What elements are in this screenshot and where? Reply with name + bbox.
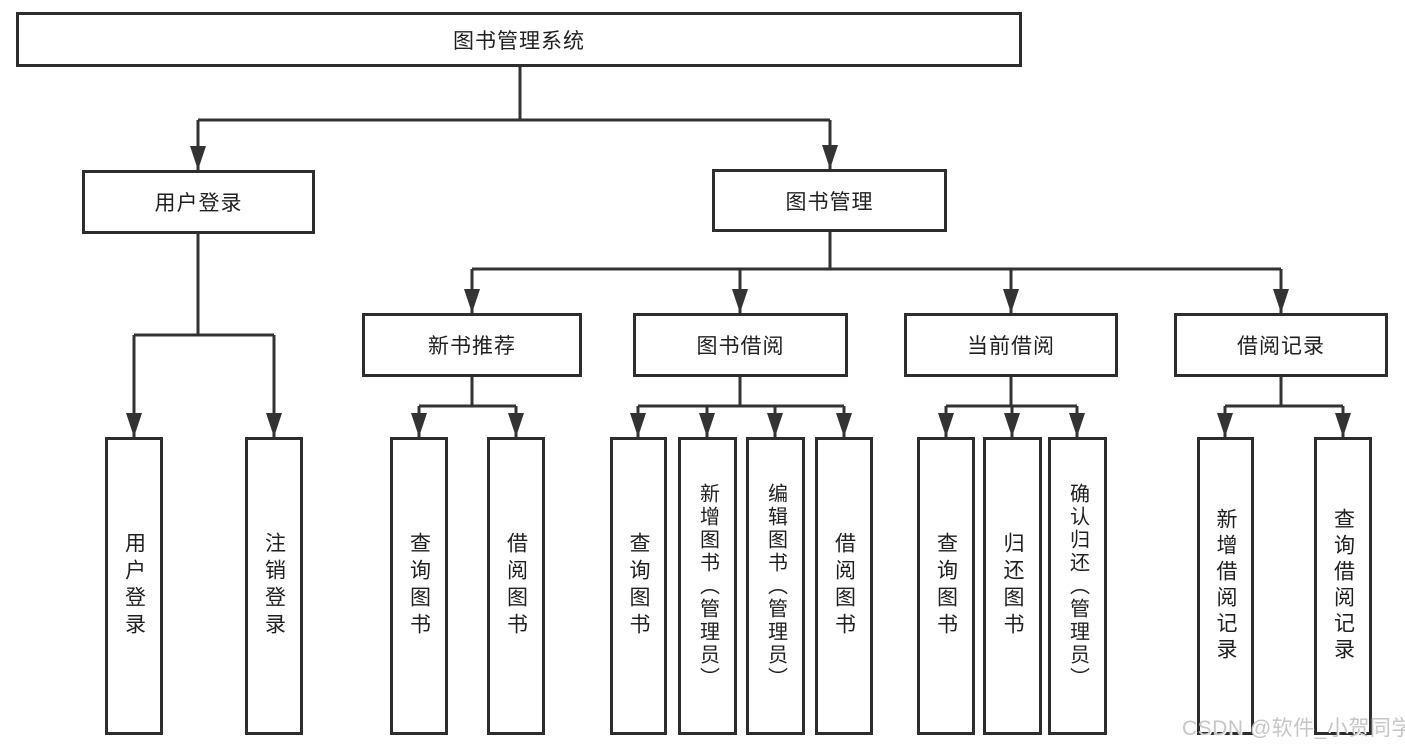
leaf-edit-book-admin: 编辑图书（管理员）	[746, 437, 805, 735]
leaf-add-borrow-record: 新增借阅记录	[1197, 437, 1254, 735]
leaf-borrow-books-2: 借阅图书	[815, 437, 873, 735]
node-current-borrow: 当前借阅	[904, 313, 1118, 377]
leaf-add-book-admin: 新增图书（管理员）	[678, 437, 737, 735]
node-book-management: 图书管理	[712, 169, 947, 232]
leaf-query-borrow-record: 查询借阅记录	[1314, 437, 1372, 735]
leaf-borrow-books-1: 借阅图书	[487, 437, 545, 735]
csdn-watermark: CSDN @软件_小贺同学	[1182, 717, 1405, 740]
leaf-query-books-1: 查询图书	[390, 437, 448, 735]
leaf-confirm-return-admin: 确认归还（管理员）	[1048, 437, 1107, 735]
leaf-return-books: 归还图书	[983, 437, 1042, 735]
leaf-query-books-3: 查询图书	[917, 437, 975, 735]
node-root: 图书管理系统	[16, 12, 1022, 67]
node-user-login: 用户登录	[82, 170, 315, 234]
leaf-query-books-2: 查询图书	[610, 437, 667, 735]
node-book-borrow: 图书借阅	[633, 313, 848, 377]
leaf-logout: 注销登录	[245, 437, 303, 735]
node-borrow-records: 借阅记录	[1174, 313, 1388, 377]
node-new-book-recommend: 新书推荐	[362, 313, 582, 377]
leaf-user-login: 用户登录	[105, 437, 163, 735]
